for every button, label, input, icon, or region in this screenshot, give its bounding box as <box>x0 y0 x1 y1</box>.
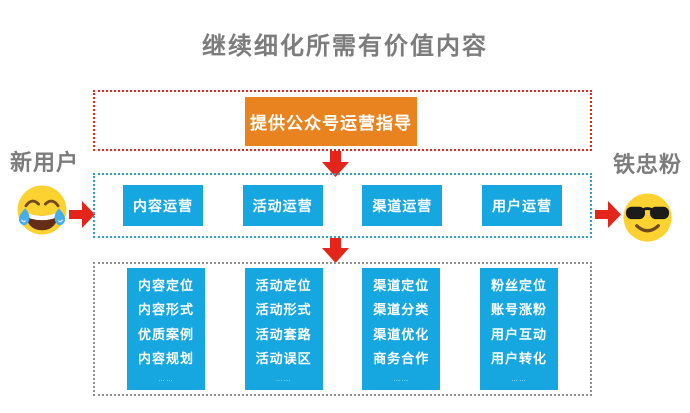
detail-item: 内容形式 <box>137 302 194 318</box>
guidance-node: 提供公众号运营指导 <box>245 97 417 146</box>
detail-ellipsis: …… <box>510 376 527 383</box>
detail-item: 商务合作 <box>373 350 430 366</box>
detail-item: 粉丝定位 <box>490 278 547 293</box>
detail-item: 活动形式 <box>255 302 312 318</box>
detail-ellipsis: …… <box>393 376 410 383</box>
detail-item: 活动误区 <box>255 350 312 366</box>
operation-node-user: 用户运营 <box>481 185 562 226</box>
detail-ellipsis: …… <box>158 376 174 383</box>
detail-item: 用户转化 <box>490 350 547 366</box>
detail-item: 内容规划 <box>137 350 194 366</box>
details-group-box: 内容定位 内容形式 优质案例 内容规划 …… 活动定位 活动形式 活动套路 活动… <box>93 262 592 396</box>
arrow-down-icon <box>322 151 349 177</box>
detail-column-activity: 活动定位 活动形式 活动套路 活动误区 …… <box>244 268 323 390</box>
arrow-down-icon <box>322 238 349 263</box>
new-user-label: 新用户 <box>10 150 80 175</box>
detail-item: 渠道分类 <box>373 302 430 318</box>
sunglasses-emoji <box>623 193 672 242</box>
arrow-right-icon <box>69 201 95 228</box>
detail-item: 用户互动 <box>490 326 547 342</box>
detail-item: 内容定位 <box>137 278 194 293</box>
operations-group-box: 内容运营 活动运营 渠道运营 用户运营 <box>93 173 592 238</box>
detail-column-user: 粉丝定位 账号涨粉 用户互动 用户转化 …… <box>479 268 558 390</box>
detail-item: 渠道优化 <box>373 326 430 342</box>
arrow-right-icon <box>595 201 621 228</box>
detail-column-channel: 渠道定位 渠道分类 渠道优化 商务合作 …… <box>362 268 441 390</box>
detail-item: 优质案例 <box>137 326 194 342</box>
detail-ellipsis: …… <box>275 376 292 383</box>
tears-of-joy-emoji <box>17 185 67 235</box>
detail-item: 账号涨粉 <box>490 302 547 318</box>
loyal-fan-label: 铁忠粉 <box>613 152 683 177</box>
detail-column-content: 内容定位 内容形式 优质案例 内容规划 …… <box>127 268 205 390</box>
detail-item: 活动定位 <box>255 278 312 293</box>
page-title: 继续细化所需有价值内容 <box>202 33 488 60</box>
operation-node-activity: 活动运营 <box>242 185 323 226</box>
detail-item: 活动套路 <box>255 326 312 342</box>
operation-node-channel: 渠道运营 <box>362 185 443 226</box>
guidance-group-box: 提供公众号运营指导 <box>93 90 592 151</box>
operation-node-content: 内容运营 <box>123 185 203 226</box>
detail-item: 渠道定位 <box>373 278 430 293</box>
